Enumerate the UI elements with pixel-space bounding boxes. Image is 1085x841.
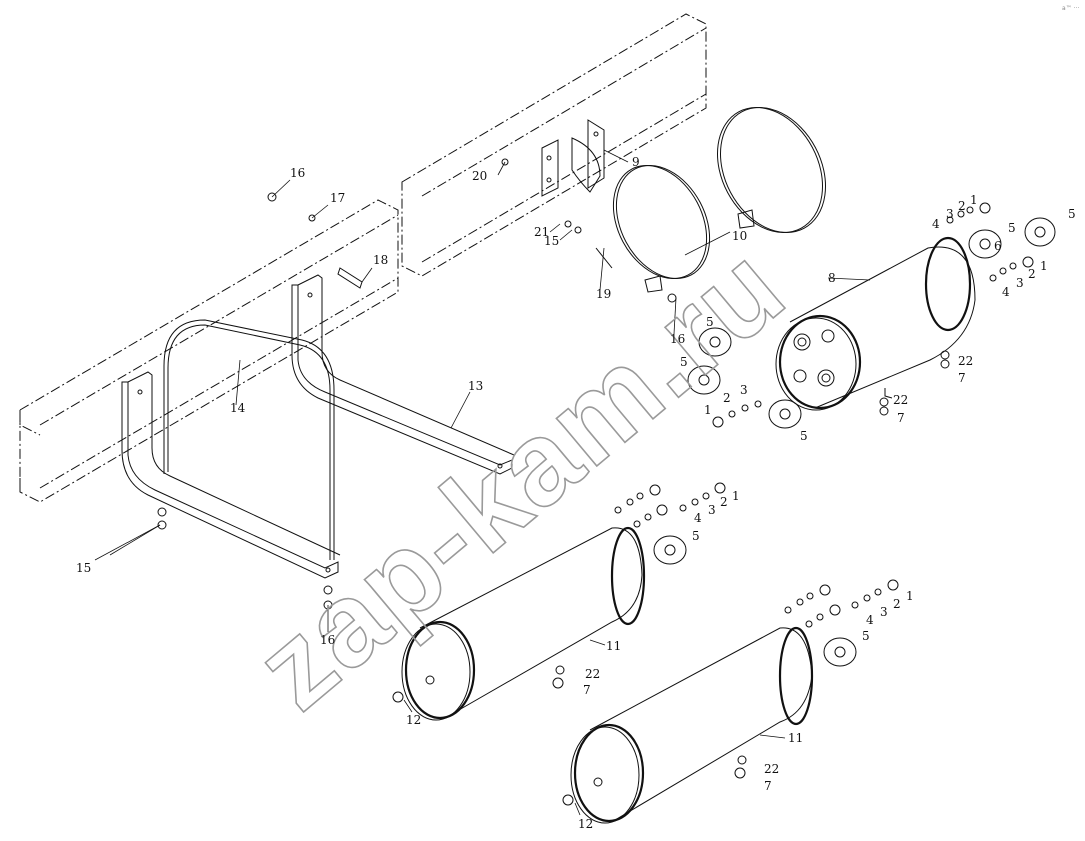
callout-label: 4 <box>932 217 940 231</box>
callout-label: 10 <box>732 229 747 243</box>
callout-label: 16 <box>290 166 305 180</box>
callout-label: 19 <box>596 287 611 301</box>
fasteners-frame <box>157 158 677 610</box>
callout-labels: 1 2 3 4 5 5 6 1 2 3 4 8 9 10 16 17 18 19… <box>76 155 1076 831</box>
callout-label: 16 <box>320 633 335 647</box>
callout-label: 14 <box>230 401 246 415</box>
corner-mark: a™ ··· <box>1062 5 1079 12</box>
callout-label: 7 <box>897 411 905 425</box>
frame-rail-right <box>401 13 707 277</box>
callout-label: 1 <box>970 193 978 207</box>
callout-label: 21 <box>534 225 549 239</box>
callout-label: 13 <box>468 379 483 393</box>
callout-label: 2 <box>893 597 901 611</box>
callout-label: 2 <box>958 199 966 213</box>
callout-label: 1 <box>906 589 914 603</box>
callout-label: 11 <box>788 731 803 745</box>
callout-label: 4 <box>866 613 874 627</box>
callout-label: 5 <box>1008 221 1016 235</box>
callout-label: 16 <box>670 332 685 346</box>
callout-label: 2 <box>1028 267 1036 281</box>
frame-rail-left <box>19 199 399 503</box>
fitting-group-lower <box>562 579 899 806</box>
callout-label: 3 <box>740 383 748 397</box>
leader-lines <box>94 149 871 816</box>
fitting-group-upper <box>687 202 1056 429</box>
callout-label: 1 <box>732 489 740 503</box>
bracket-13 <box>291 274 515 475</box>
callout-label: 3 <box>946 207 954 221</box>
callout-label: 7 <box>764 779 772 793</box>
callout-label: 5 <box>1068 207 1076 221</box>
air-tank-11-middle <box>401 526 646 721</box>
callout-label: 7 <box>583 683 591 697</box>
callout-label: 4 <box>1002 285 1010 299</box>
callout-label: 3 <box>708 503 716 517</box>
watermark-text: zap-kam.ru <box>232 221 809 735</box>
bracket-9 <box>541 119 605 197</box>
callout-label: 1 <box>1040 259 1048 273</box>
callout-label: 5 <box>800 429 808 443</box>
callout-label: 22 <box>958 354 973 368</box>
callout-label: 5 <box>692 529 700 543</box>
callout-label: 3 <box>1016 276 1024 290</box>
callout-label: 12 <box>406 713 421 727</box>
callout-label: 5 <box>862 629 870 643</box>
callout-label: 6 <box>994 239 1002 253</box>
callout-label: 11 <box>606 639 621 653</box>
callout-label: 20 <box>472 169 487 183</box>
air-tank-8 <box>775 236 976 411</box>
callout-label: 1 <box>704 403 712 417</box>
callout-label: 15 <box>76 561 91 575</box>
callout-label: 2 <box>720 495 728 509</box>
callout-label: 3 <box>880 605 888 619</box>
callout-label: 5 <box>706 315 714 329</box>
callout-label: 5 <box>680 355 688 369</box>
callout-label: 22 <box>764 762 779 776</box>
air-tank-11-bottom <box>570 626 814 824</box>
callout-label: 22 <box>893 393 908 407</box>
callout-label: 17 <box>330 191 345 205</box>
fitting-group-middle <box>392 482 726 703</box>
callout-label: 12 <box>578 817 593 831</box>
callout-label: 4 <box>694 511 702 525</box>
strap-10-rear <box>716 107 827 233</box>
callout-label: 22 <box>585 667 600 681</box>
callout-label: 7 <box>958 371 966 385</box>
callout-label: 15 <box>544 234 559 248</box>
callout-label: 2 <box>723 391 731 405</box>
callout-label: 18 <box>373 253 388 267</box>
bracket-left <box>121 371 341 579</box>
holder-bar-14 <box>163 319 335 560</box>
callout-label: 8 <box>828 271 836 285</box>
callout-label: 9 <box>632 155 640 169</box>
strap-10-front <box>612 164 711 293</box>
